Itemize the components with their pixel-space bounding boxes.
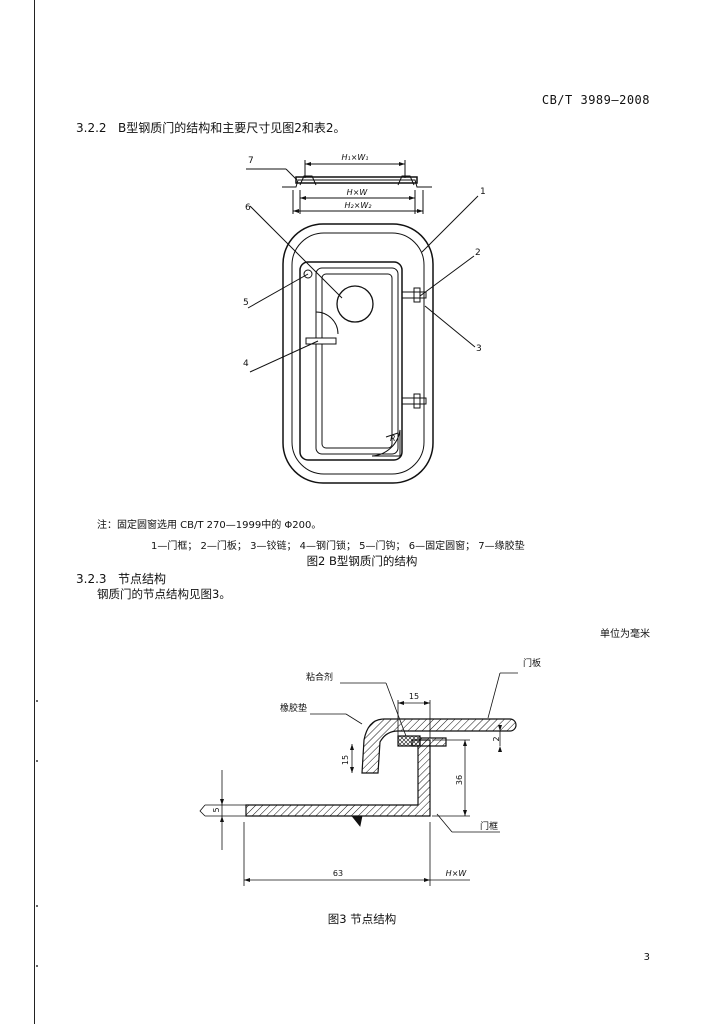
scan-mark: [36, 760, 38, 762]
section-title: 节点结构: [118, 572, 167, 586]
figure-2-legend: 1—门框； 2—门板； 3—铰链； 4—钢门锁； 5—门钩； 6—固定圆窗； 7…: [151, 541, 525, 552]
top-section-gasket: [299, 175, 415, 186]
figure-2-note: 注：固定圆窗选用 CB/T 270—1999中的 Φ200。: [97, 520, 322, 531]
figure-3-caption: 图3 节点结构: [327, 912, 397, 926]
unit-note: 单位为毫米: [600, 629, 650, 640]
round-window: [336, 285, 374, 323]
figure-2-caption: 图2 B型钢质门的结构: [306, 554, 418, 568]
door-hook: [303, 269, 313, 279]
dim-15-side: 15: [341, 755, 350, 765]
standard-number: CB/T 3989—2008: [541, 93, 650, 107]
section-number: 3.2.3: [76, 572, 107, 586]
callout-5: 5: [243, 298, 249, 308]
callout-7: 7: [248, 156, 254, 166]
top-section-plate: [295, 176, 418, 184]
label-door-frame: 门框: [480, 820, 498, 832]
door-lock-handle: [305, 337, 337, 345]
section-3-2-3: 3.2.3 节点结构: [76, 570, 166, 587]
scan-mark: [36, 700, 38, 702]
label-door-leaf: 门板: [523, 657, 541, 669]
door-leaf-inner: [315, 267, 399, 455]
scan-mark: [36, 905, 38, 907]
binding-margin-line: [34, 0, 35, 1024]
dim-36: 36: [455, 775, 464, 785]
section-text: B型钢质门的结构和主要尺寸见图2和表2。: [118, 121, 346, 135]
door-leaf-section: [361, 718, 517, 774]
label-adhesive: 粘合剂: [306, 671, 333, 683]
door-frame-outer: [282, 223, 434, 484]
label-rubber-pad: 橡胶垫: [280, 702, 307, 714]
top-section-profile: [282, 179, 432, 188]
callout-6: 6: [245, 203, 251, 213]
callout-4: 4: [243, 359, 249, 369]
door-leaf: [299, 261, 403, 461]
dim-hxw: H×W: [446, 869, 468, 878]
dim-label-h2w2: H₂×W₂: [344, 201, 372, 210]
dim-label-h1w1: H₁×W₁: [341, 153, 368, 162]
dim-15-top: 15: [409, 692, 419, 701]
page-number: 3: [643, 952, 650, 963]
radius-label: R: [390, 434, 396, 443]
door-frame-inner: [291, 232, 425, 475]
section-number: 3.2.2: [76, 121, 107, 135]
callout-2: 2: [475, 248, 481, 258]
door-lock-arc: [315, 311, 339, 335]
callout-3: 3: [476, 344, 482, 354]
scan-mark: [36, 965, 38, 967]
dim-2: 2: [492, 736, 501, 741]
callout-1: 1: [480, 187, 486, 197]
corner-gusset: [371, 429, 401, 457]
dim-63: 63: [333, 869, 343, 878]
section-3-2-3-text: 钢质门的节点结构见图3。: [97, 587, 231, 601]
deck-line: [205, 804, 246, 817]
dim-label-hw: H×W: [347, 188, 369, 197]
section-3-2-2: 3.2.2 B型钢质门的结构和主要尺寸见图2和表2。: [76, 119, 346, 136]
dim-5: 5: [212, 807, 221, 812]
door-frame-section: [245, 739, 431, 817]
